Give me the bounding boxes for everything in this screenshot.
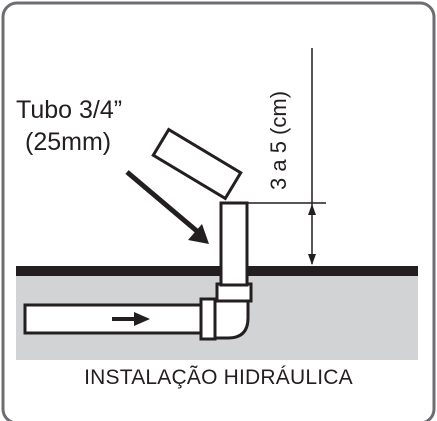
dimension-arrow-up <box>308 204 316 215</box>
flow-arrow-head <box>134 312 150 326</box>
horizontal-pipe <box>23 303 215 335</box>
dimension-arrow-down <box>308 254 316 265</box>
diagram-caption: INSTALAÇÃO HIDRÁULICA <box>84 366 353 389</box>
elbow-collar <box>215 282 253 303</box>
pointer-arrow-head <box>188 224 209 244</box>
tube-label-line1: Tubo 3/4” <box>16 96 123 124</box>
dimension-label: 3 a 5 (cm) <box>266 90 291 190</box>
loose-tube-piece <box>151 127 243 201</box>
pipe-elbow <box>213 298 250 340</box>
pointer-arrow-line <box>125 170 200 234</box>
vertical-pipe <box>219 201 249 287</box>
tube-label-line2: (25mm) <box>25 128 112 156</box>
pipe-coupling <box>199 297 217 341</box>
floor-line <box>16 266 418 276</box>
